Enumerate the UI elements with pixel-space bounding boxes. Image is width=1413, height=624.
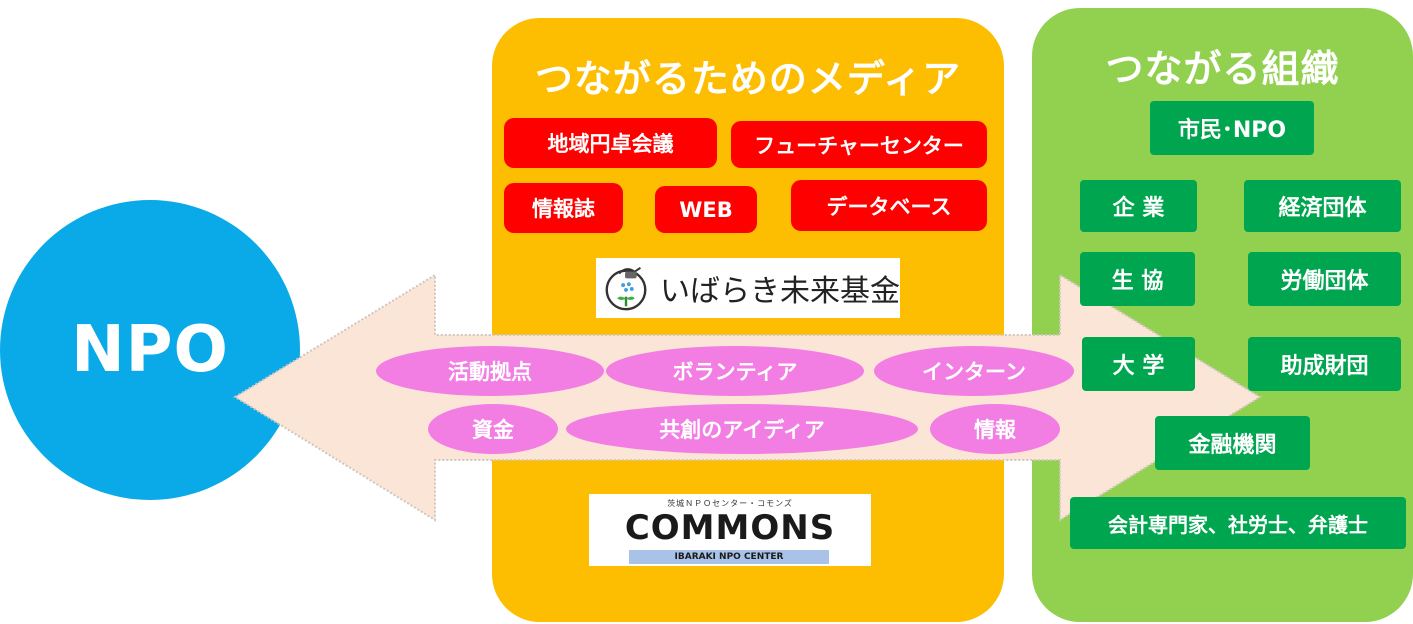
media-tag-future-center: フューチャーセンター: [731, 121, 987, 168]
org-tag-citizens-npo: 市民･NPO: [1150, 101, 1314, 155]
npo-circle: NPO: [0, 200, 300, 500]
exchange-tag-funds: 資金: [428, 404, 558, 454]
exchange-tag-co-creation-ideas: 共創のアイディア: [566, 404, 918, 454]
commons-logo: 茨城ＮＰＯセンター・コモンズ COMMONS IBARAKI NPO CENTE…: [589, 494, 871, 566]
org-tag-companies: 企 業: [1080, 180, 1197, 232]
watering-can-icon: [605, 266, 647, 311]
org-tag-labor-groups: 労働団体: [1248, 252, 1401, 306]
media-title: つながるためのメディア: [534, 57, 962, 101]
npo-label: NPO: [71, 313, 229, 387]
commons-logo-word: COMMONS: [624, 508, 836, 548]
ibaraki-future-fund-logo: いばらき未来基金: [596, 258, 900, 318]
org-tag-economic-groups: 経済団体: [1244, 180, 1401, 232]
fund-logo-text: いばらき未来基金: [660, 274, 900, 309]
media-tag-roundtable: 地域円卓会議: [504, 118, 717, 168]
commons-logo-top-text: 茨城ＮＰＯセンター・コモンズ: [667, 499, 793, 508]
exchange-arrow: [233, 273, 1262, 522]
media-tag-magazine: 情報誌: [504, 183, 623, 233]
org-tag-professionals: 会計専門家、社労士、弁護士: [1070, 497, 1406, 549]
org-tag-coop: 生 協: [1080, 252, 1195, 306]
organization-title: つながる組織: [1105, 47, 1340, 91]
org-tag-grant-foundation: 助成財団: [1248, 337, 1401, 391]
exchange-tag-volunteer: ボランティア: [606, 346, 864, 396]
exchange-tag-intern: インターン: [874, 346, 1074, 396]
exchange-tag-information: 情報: [930, 404, 1060, 454]
exchange-tag-activity-base: 活動拠点: [376, 346, 604, 396]
media-tag-web: WEB: [655, 186, 757, 233]
org-tag-university: 大 学: [1082, 337, 1195, 391]
commons-logo-bottom-text: IBARAKI NPO CENTER: [629, 550, 829, 564]
org-tag-financial-institutions: 金融機関: [1155, 416, 1310, 470]
media-tag-database: データベース: [791, 180, 987, 231]
